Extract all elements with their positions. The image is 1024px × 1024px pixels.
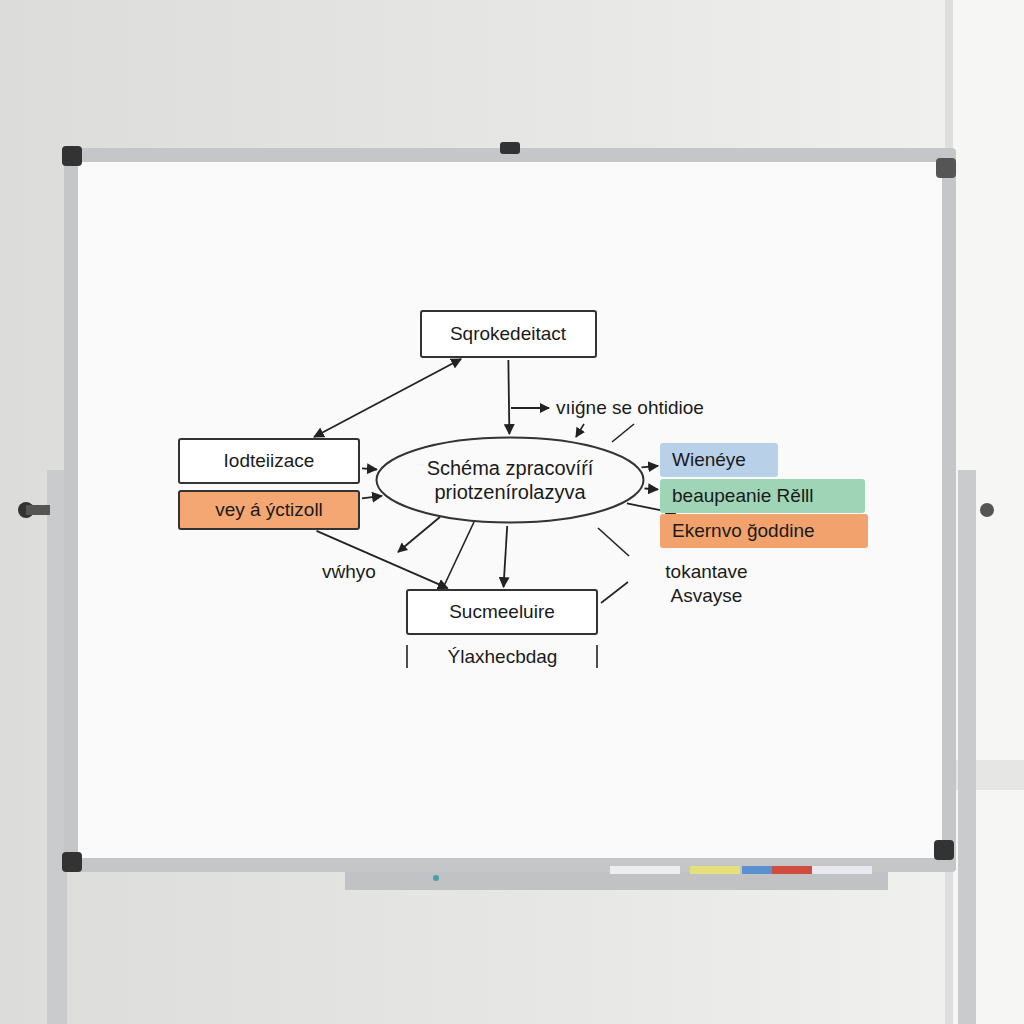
process-box: Sqrokedeitact — [420, 310, 597, 358]
marker — [812, 866, 872, 874]
window — [945, 0, 1024, 1024]
board-frame — [64, 148, 956, 872]
bracket — [596, 645, 598, 668]
marker — [690, 866, 740, 874]
hanger — [500, 142, 520, 154]
stand-bolt — [26, 505, 50, 515]
board-surface — [78, 162, 942, 858]
connector-arrow — [362, 468, 377, 469]
highlight-box: vey á ýctizoll — [178, 490, 360, 530]
connector-arrow — [645, 488, 658, 491]
magnet — [433, 875, 439, 881]
node-text: Sqrokedeitact — [450, 323, 566, 346]
bracket-note: Ýlaxhecbdag — [410, 645, 595, 669]
corner-cap — [62, 146, 82, 166]
bracket — [406, 645, 408, 668]
ellipse-outline — [375, 436, 645, 524]
corner-cap — [62, 852, 82, 872]
connector-arrow — [314, 359, 461, 437]
branch-note: vıiǵne se ohtidioe — [556, 396, 704, 420]
connector-arrow — [642, 466, 658, 468]
process-box: Iodteiizace — [178, 438, 360, 484]
leader-line — [601, 582, 628, 603]
leader-line — [598, 528, 629, 556]
window-sill — [945, 760, 1024, 790]
central-ellipse: Schéma zpracovíŕí priotzenírolazyva — [375, 436, 645, 524]
node-text: Ekernvo ğoddine — [672, 520, 815, 543]
branch-arrow — [511, 407, 549, 409]
side-note: vẃhyo — [322, 560, 376, 584]
connector-arrow — [504, 526, 508, 587]
node-text: Sucmeeluire — [449, 601, 555, 624]
corner-cap — [936, 158, 956, 178]
plain-line — [443, 522, 474, 588]
node-text: Iodteiizace — [224, 450, 315, 473]
node-text: Schéma zpracovíŕí priotzenírolazyva — [410, 456, 610, 504]
colour-tag: Ekernvo ğoddine — [660, 514, 868, 549]
node-text: beaupeanie Rělll — [672, 485, 814, 508]
colour-tag: beaupeanie Rělll — [660, 479, 865, 514]
corner-cap — [934, 840, 954, 860]
side-note: tokantave Asvayse — [634, 560, 779, 608]
node-text: Wienéye — [672, 449, 746, 472]
marker — [772, 866, 812, 874]
process-box: Sucmeeluire — [406, 589, 598, 635]
pointer-line — [612, 424, 634, 442]
marker-tray — [345, 872, 888, 890]
ellipse-shape — [377, 438, 644, 523]
connector-arrow — [317, 531, 448, 588]
leader-arrow — [398, 517, 440, 552]
node-text: vey á ýctizoll — [215, 499, 323, 522]
marker — [610, 866, 680, 874]
stand-knob — [980, 503, 994, 517]
marker — [742, 866, 772, 874]
stand-leg — [958, 470, 976, 1024]
pointer-line — [576, 424, 584, 437]
connector-arrow — [362, 496, 382, 498]
colour-tag: Wienéye — [660, 443, 778, 478]
connector-arrow — [508, 360, 509, 434]
